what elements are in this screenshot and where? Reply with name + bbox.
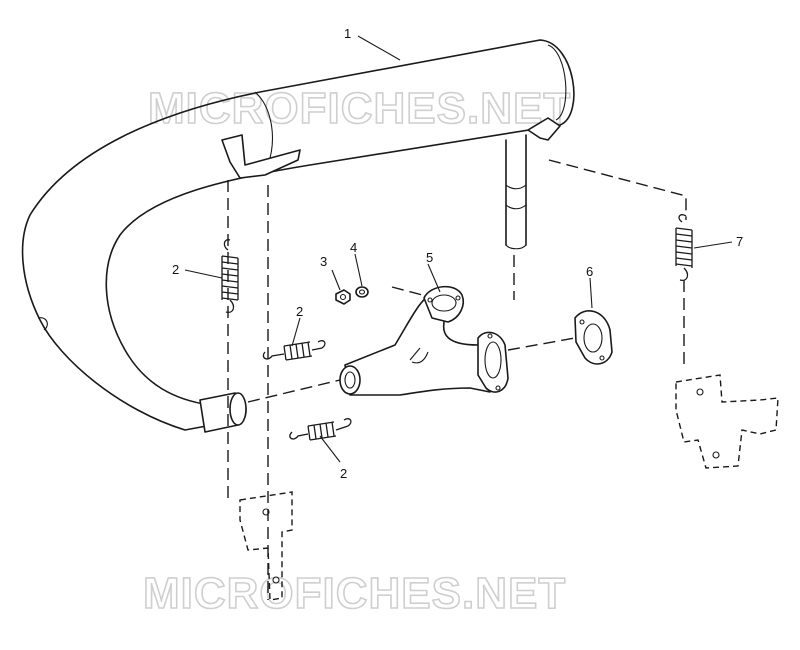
callout-7: 7 bbox=[736, 234, 743, 249]
callout-1: 1 bbox=[344, 26, 351, 41]
gasket bbox=[574, 310, 613, 365]
nut bbox=[335, 289, 351, 305]
alignment-lines bbox=[227, 159, 687, 600]
exhaust-y-pipe bbox=[339, 285, 509, 396]
bracket-lower-left bbox=[239, 491, 293, 601]
callout-2-center-lower: 2 bbox=[340, 466, 347, 481]
watermark-top: MICROFICHES.NET bbox=[148, 84, 571, 133]
spring-right bbox=[675, 214, 693, 281]
callout-labels: 1 2 2 3 4 5 6 7 2 bbox=[172, 26, 743, 481]
watermark-bottom: MICROFICHES.NET bbox=[143, 569, 566, 618]
callout-4: 4 bbox=[350, 240, 357, 255]
callout-3: 3 bbox=[320, 254, 327, 269]
bracket-right bbox=[675, 374, 779, 469]
muffler bbox=[21, 39, 575, 433]
callout-2-left: 2 bbox=[172, 262, 179, 277]
spring-left-vertical bbox=[221, 239, 239, 313]
callout-6: 6 bbox=[586, 264, 593, 279]
spring-center-lower bbox=[289, 418, 352, 441]
spring-center-upper bbox=[262, 340, 326, 361]
washer bbox=[355, 286, 369, 298]
callout-2-center-upper: 2 bbox=[296, 304, 303, 319]
callout-5: 5 bbox=[426, 250, 433, 265]
leader-lines bbox=[184, 35, 733, 463]
